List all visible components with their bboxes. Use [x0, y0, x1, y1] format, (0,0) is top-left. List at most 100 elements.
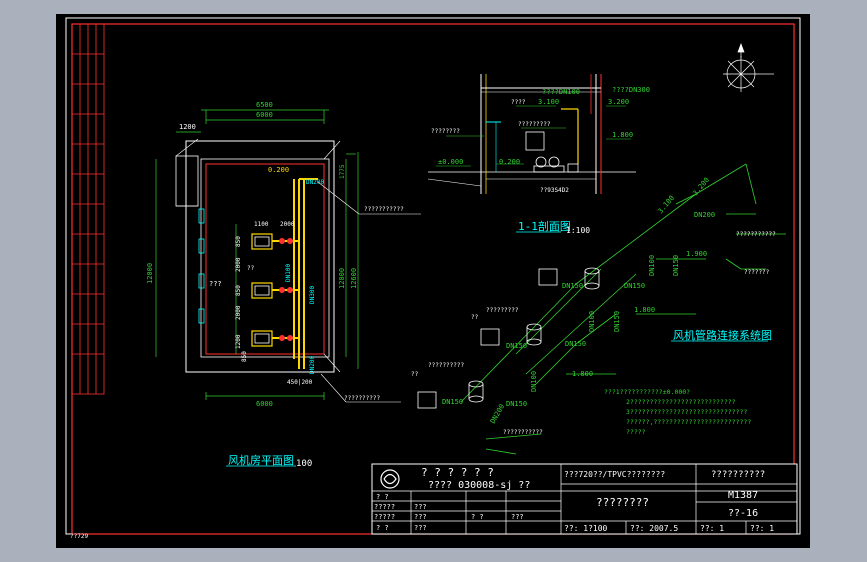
plan-unit-dim-4: 850: [235, 285, 242, 296]
plan-dim-right-top: 1775: [339, 164, 346, 179]
plan-dn-drop: DN100: [285, 264, 292, 282]
title-row-2-d: ???: [511, 513, 524, 521]
plan-pipes: [272, 178, 318, 369]
system-dn-2: DN100: [648, 255, 656, 276]
system-callout-5: ??: [411, 371, 419, 378]
plan-dn-riser: DN300: [309, 286, 316, 304]
system-title: 风机管路连接系统图: [673, 328, 772, 342]
plan-dim-left-wall: 1200: [179, 123, 196, 131]
title-client: ??????????: [711, 470, 765, 480]
cad-drawing: 6500 6000 1200 6000 12000 12000 12600 17…: [65, 17, 801, 540]
plan-callout-1: ???????????: [364, 206, 404, 213]
plan-inner-wall: [200, 158, 330, 358]
section-leaders: [436, 105, 631, 167]
system-elev-a: 3.100: [656, 194, 676, 215]
plan-dn-bottom: DN200: [309, 356, 316, 374]
plan-annex: [175, 155, 199, 207]
system-elev-e: 1.800: [572, 370, 593, 378]
company-logo-icon: [380, 469, 400, 489]
north-arrow-icon: [723, 43, 774, 92]
system-note-4: ?????: [626, 428, 646, 436]
plan-dim-top-outer: 6500: [256, 101, 273, 109]
plan-unit-dim-7: 850: [241, 351, 248, 362]
system-callout-0: ???????????: [736, 231, 776, 238]
section-elev-mid: 3.200: [608, 98, 629, 106]
plan-dn-main: DN200: [306, 179, 324, 186]
system-callout-6: ???????????: [503, 429, 543, 436]
plan-unit-dim-1: 2000: [280, 221, 295, 228]
plan-leaders: [317, 181, 421, 403]
plan-dim-right-1: 12000: [338, 268, 346, 289]
plan-view: 6500 6000 1200 6000 12000 12000 12600 17…: [146, 101, 421, 469]
section-label-unit: ?????????: [518, 121, 551, 128]
plan-dimensions: [155, 109, 359, 400]
system-callout-3: ??: [471, 314, 479, 321]
title-row-3-b: ???: [414, 524, 427, 532]
title-row-2-c: ? ?: [471, 513, 484, 521]
cad-viewport[interactable]: 6500 6000 1200 6000 12000 12000 12600 17…: [56, 14, 810, 548]
tank-icon: [417, 267, 600, 409]
plan-dim-top-inner: 6000: [256, 111, 273, 119]
system-dn-3: DN150: [672, 255, 680, 276]
title-drawing-no: M1387: [728, 490, 758, 501]
system-dn-7: DN150: [613, 311, 621, 332]
title-count-b: ??: 1: [750, 524, 774, 533]
plan-unit-dim-5: 2000: [235, 305, 242, 320]
system-dn-top: DN200: [694, 211, 715, 219]
section-elev-right: 1.800: [612, 131, 633, 139]
system-dn-9: DN150: [442, 398, 463, 406]
system-dn-4: DN150: [506, 342, 527, 350]
title-project-name: ???720??/TPVC????????: [564, 470, 665, 479]
title-project-code: ???? 030008-sj ??: [428, 480, 530, 491]
fan-unit-icon: [251, 233, 273, 347]
plan-scale: 100: [296, 459, 312, 469]
system-dn-0: DN150: [562, 282, 583, 290]
plan-unit-dim-2: 850: [235, 236, 242, 247]
section-elev-ground: ±0.000: [438, 158, 463, 166]
system-elev-c: 1.800: [634, 306, 655, 314]
system-dn-1: DN150: [624, 282, 645, 290]
section-drawing-ref: ??93S4D2: [540, 187, 569, 194]
title-row-1-b: ???: [414, 503, 427, 511]
system-dn-5: DN150: [565, 340, 586, 348]
plan-outer-wall: [185, 140, 335, 373]
system-note-3: ??????,?????????????????????????: [626, 418, 751, 426]
title-count-a: ??: 1: [700, 524, 724, 533]
outer-frame: [65, 17, 801, 535]
section-title: 1-1剖面图: [518, 219, 571, 233]
section-note-dn100: ????DN100: [542, 88, 580, 96]
system-elev-d: 1.900: [686, 250, 707, 258]
plan-callout-2: ??????????: [344, 395, 381, 402]
plan-room-label: ???: [209, 280, 222, 288]
system-note-1: 2???????????????????????????: [626, 398, 736, 406]
inner-frame: [71, 23, 795, 535]
title-row-1-a: ?????: [374, 503, 395, 511]
system-dn-6: DN100: [588, 311, 596, 332]
plan-title: 风机房平面图: [228, 453, 294, 467]
plan-unit-dim-3: 2000: [235, 257, 242, 272]
system-callout-1: ???????: [744, 269, 770, 276]
corner-text: ??729: [70, 533, 88, 540]
plan-bottom-marks: 450|200: [287, 379, 313, 386]
plan-windows: [198, 208, 205, 324]
system-callout-2: ?????????: [486, 307, 519, 314]
plan-dim-right-2: 12600: [350, 268, 358, 289]
section-elev-floor: 0.200: [499, 158, 520, 166]
system-note-2: 3??????????????????????????????: [626, 408, 747, 416]
title-date: ??: 2007.5: [630, 524, 678, 533]
plan-unit-dim-6: 1200: [235, 334, 242, 349]
section-label-fan: ????: [511, 99, 526, 106]
system-dn-10: DN100: [530, 371, 538, 392]
plan-unit-dim-0: 1100: [254, 221, 269, 228]
section-elev-upper: 3.100: [538, 98, 559, 106]
title-row-3-a: ? ?: [376, 524, 389, 532]
section-scale: 1:100: [566, 226, 590, 235]
title-row-2-a: ?????: [374, 513, 395, 521]
section-note-top: ????DN300: [612, 86, 650, 94]
system-dn-8: DN200: [489, 403, 506, 425]
plan-dim-left-height: 12000: [146, 263, 154, 284]
plan-unit-label: ??: [247, 265, 255, 272]
title-company: ? ? ? ? ? ?: [421, 466, 494, 479]
title-scale: ??: 1?100: [564, 524, 608, 533]
title-row-2-b: ???: [414, 513, 427, 521]
